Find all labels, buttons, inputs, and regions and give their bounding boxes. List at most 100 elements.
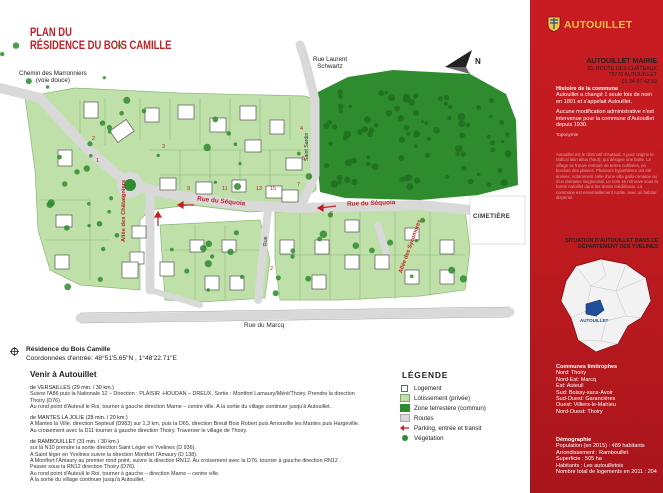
tree [409,274,414,279]
rue-marcq-label: Rue du Marcq [244,322,285,329]
tree [445,174,450,180]
tree [369,247,375,254]
lot-swatch-icon [400,394,410,402]
tree [123,96,131,104]
tree [373,123,379,128]
tree [156,153,160,158]
tree [89,154,93,158]
tree [420,217,426,223]
legend-item-vegetation: Végétation [400,433,486,443]
saint-sardin-label: Saint Sardin [304,132,310,161]
tree [327,120,332,125]
history-p3: Toponymie [556,132,579,138]
direction-line: A Mantes la Ville, direction Septeuil (D… [30,421,360,428]
tree [499,119,505,126]
commune-item: Ouest: Villiers-le-Mahieu [556,402,616,409]
tree [365,161,371,167]
tree [57,154,62,160]
situation-title: SITUATION D'AUTOUILLET DANS LE DÉPARTEME… [565,238,658,251]
tree [467,178,474,185]
tree [332,124,338,130]
tree [339,109,343,113]
tree [490,147,496,153]
tree [87,141,93,147]
tree [461,165,467,171]
tree [327,212,333,218]
direction-rambouillet: de RAMBOUILLET (31 min. / 30 km.) sur la… [30,439,370,483]
tree [352,242,360,249]
demographics-item: Population (en 2015) : 489 habitants [556,443,645,450]
tree [371,163,379,171]
tree [272,290,279,297]
tree [226,131,231,136]
history-block: Histoire de la commune Autouillet a chan… [556,86,658,143]
tree [47,199,55,207]
direction-versailles: de VERSAILLES (29 min. / 30 km.) Suivre … [30,385,370,410]
tree [99,120,106,126]
tree [205,240,213,248]
tree [337,89,343,95]
demographics-item: Habitants : Les autouilletois [556,462,624,469]
tree [233,142,238,146]
tree-icon [402,435,408,441]
tree [476,105,481,111]
tree [184,268,190,274]
tree [64,283,72,291]
tree [0,51,5,57]
legend: LÉGENDE Logement Lotissement (privée) Zo… [400,370,486,443]
tree [64,225,70,231]
tree [486,135,491,140]
commune-item: Sud-Ouest: Garancières [556,396,616,403]
tree [170,247,174,252]
yvelines-map-label: AUTOUILLET [580,318,609,323]
tree [476,172,481,177]
tree [486,182,492,188]
site-map[interactable]: 1 2 3 4 5 9 11 13 15 7 6 2 N [0,0,530,340]
tree [490,140,496,146]
tree [425,152,431,158]
tree [305,173,313,180]
crosshair-icon [10,347,19,356]
tree [460,151,467,157]
tree [25,78,32,85]
mairie-title: AUTOUILLET MAIRIE [586,58,657,65]
roundabout-center [124,179,136,191]
roads[interactable] [0,40,515,323]
direction-head: de VERSAILLES (29 min. / 30 km.) [30,385,114,391]
tree [213,180,217,184]
direction-line: A Saint léger en Yvelines suivre la dire… [30,451,198,458]
legend-item-parking: Parking, entrée et transit [400,423,486,433]
tree [344,176,351,183]
tree [118,44,122,48]
tree [384,91,388,95]
tree [448,266,456,274]
tree [12,42,20,49]
tree [368,127,375,133]
tree [317,236,322,242]
tree [199,245,207,252]
tree [101,246,106,252]
tree [394,105,400,112]
tree [465,122,471,128]
tree [106,124,112,131]
tree [227,248,234,255]
tree [61,181,68,187]
demographics-item: Arrondissement : Rambouillet [556,449,629,456]
directions-section: Venir à Autouillet de VERSAILLES (29 min… [30,370,370,488]
direction-line: Passer sous la RN12 direction Thoiry (D7… [30,464,136,471]
mairie-phone: 01 34 87 43 59 [621,78,657,85]
tree [87,202,91,206]
tree [413,144,418,149]
tree [114,233,120,238]
tree [367,131,373,137]
transit-arrow-icon [400,424,410,432]
history-p2: Aucune modification administrative n'est… [556,109,654,129]
vegetation [0,42,512,297]
commune-item: Nord-Est: Marcq [556,376,597,383]
lot-number: 11 [222,186,228,192]
tree [413,110,419,116]
tree [83,165,91,172]
tree [489,98,494,103]
demographics-item: Superficie : 505 ha [556,456,602,463]
direction-line: A la sortie du village continuer jusqu'à… [30,476,145,483]
